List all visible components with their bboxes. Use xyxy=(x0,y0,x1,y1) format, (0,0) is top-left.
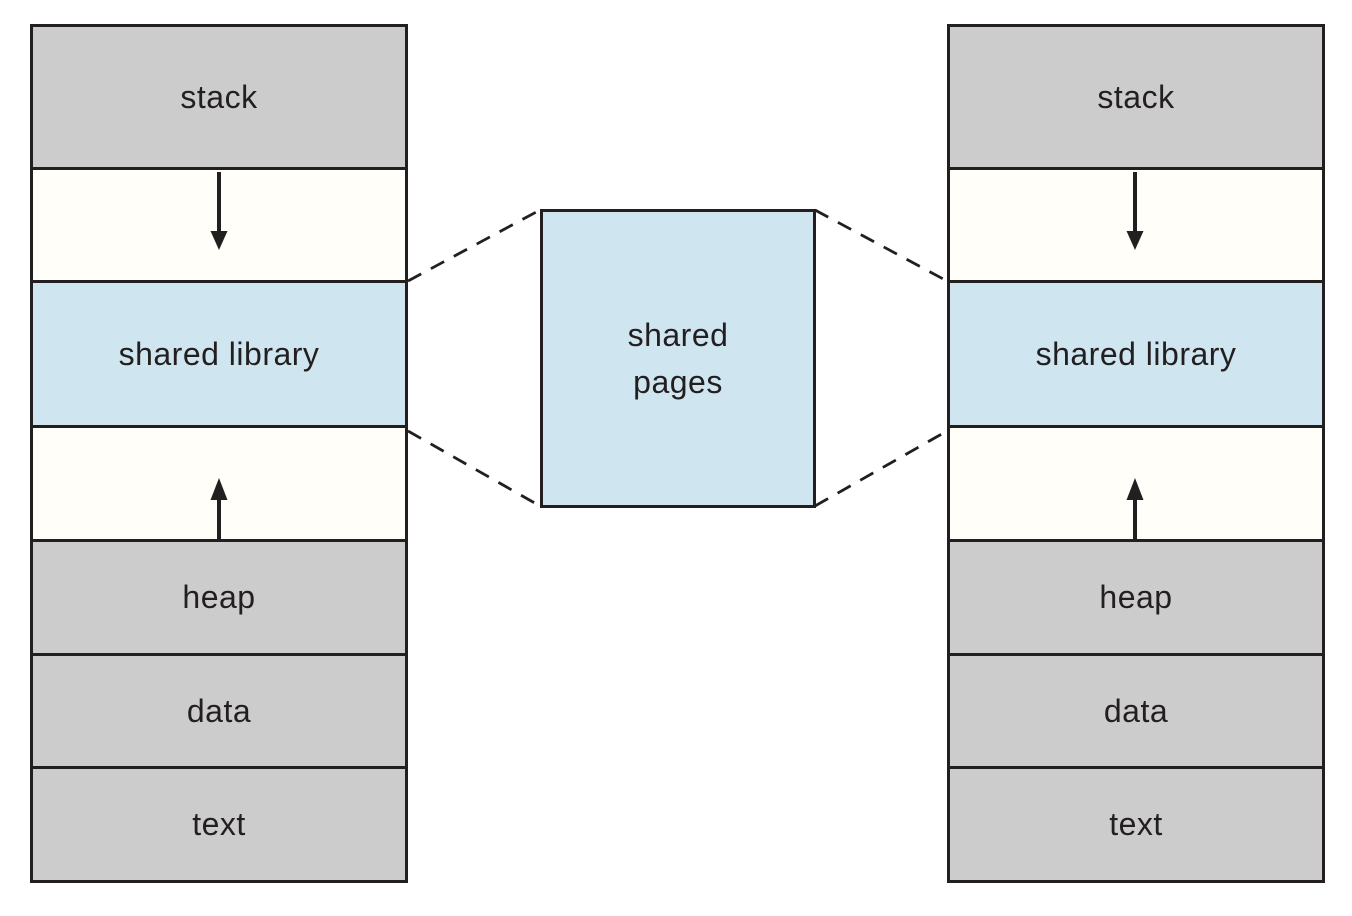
dashed-connector-left-bottom xyxy=(407,429,541,508)
process-memory-right: stack shared library heap data text xyxy=(947,24,1325,883)
text-label-right: text xyxy=(1109,806,1163,842)
data-region-right: data xyxy=(950,656,1322,769)
dashed-connector-right-top xyxy=(814,208,948,283)
shared-library-label-left: shared library xyxy=(118,335,320,372)
stack-growth-gap-left xyxy=(33,170,405,283)
stack-label-left: stack xyxy=(180,78,258,115)
stack-region-left: stack xyxy=(33,27,405,170)
heap-label-left: heap xyxy=(182,579,256,615)
text-region-left: text xyxy=(33,769,405,880)
shared-library-label-right: shared library xyxy=(1035,335,1237,372)
heap-label-right: heap xyxy=(1099,579,1173,615)
data-region-left: data xyxy=(33,656,405,769)
stack-label-right: stack xyxy=(1097,78,1175,115)
process-memory-left: stack shared library heap data text xyxy=(30,24,408,883)
text-label-left: text xyxy=(192,806,246,842)
heap-region-left: heap xyxy=(33,542,405,656)
shared-library-region-right: shared library xyxy=(950,283,1322,428)
data-label-left: data xyxy=(186,692,252,729)
dashed-connector-left-top xyxy=(407,208,541,283)
shared-library-region-left: shared library xyxy=(33,283,405,428)
stack-growth-gap-right xyxy=(950,170,1322,283)
shared-pages-label: shared pages xyxy=(627,317,729,400)
text-region-right: text xyxy=(950,769,1322,880)
stack-region-right: stack xyxy=(950,27,1322,170)
shared-pages-box: shared pages xyxy=(540,209,816,508)
heap-growth-gap-right xyxy=(950,428,1322,542)
dashed-connector-right-bottom xyxy=(814,429,948,508)
heap-region-right: heap xyxy=(950,542,1322,656)
heap-growth-gap-left xyxy=(33,428,405,542)
data-label-right: data xyxy=(1103,692,1169,729)
